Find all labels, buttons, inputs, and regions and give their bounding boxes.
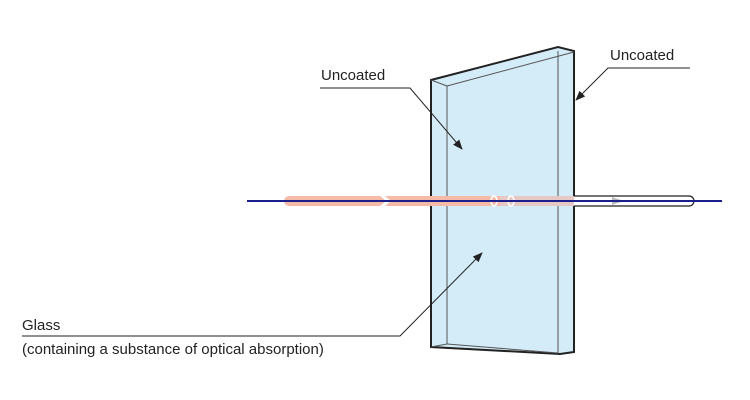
leader-glass: [22, 252, 483, 337]
label-uncoated-back: Uncoated: [610, 47, 675, 64]
leader-uncoated-back: [575, 67, 690, 101]
label-glass-description: (containing a substance of optical absor…: [22, 341, 324, 358]
label-uncoated-front: Uncoated: [321, 67, 386, 84]
label-glass: Glass: [22, 317, 61, 334]
leader-uncoated-front: [320, 87, 463, 150]
